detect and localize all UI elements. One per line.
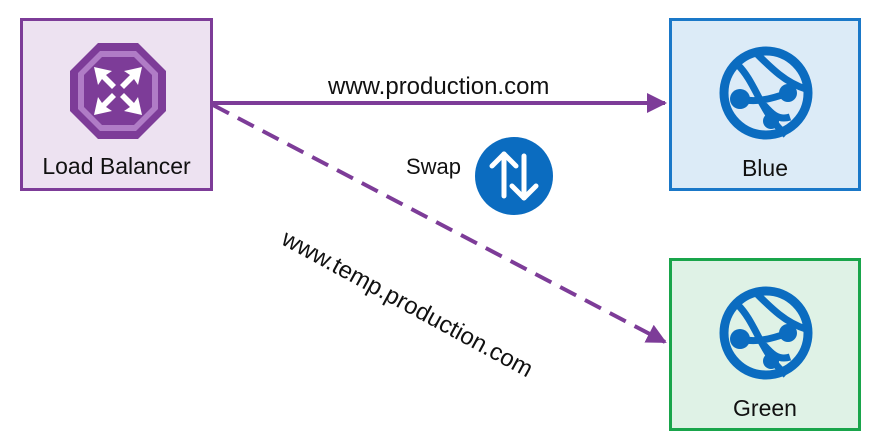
load-balancer-label: Load Balancer — [42, 153, 191, 179]
green-label: Green — [733, 395, 797, 421]
blue-node: Blue — [669, 18, 861, 191]
blue-label: Blue — [741, 155, 789, 181]
web-app-globe-icon — [719, 46, 813, 140]
swap-arrows-icon[interactable] — [474, 136, 554, 216]
web-app-globe-icon — [719, 286, 813, 380]
temp-production-arrow — [212, 103, 667, 344]
production-url-label: www.production.com — [328, 73, 550, 100]
load-balancer-icon — [70, 43, 166, 139]
green-node: Green — [669, 258, 861, 431]
load-balancer-node: Load Balancer — [20, 18, 213, 191]
swap-label: Swap — [406, 154, 462, 179]
